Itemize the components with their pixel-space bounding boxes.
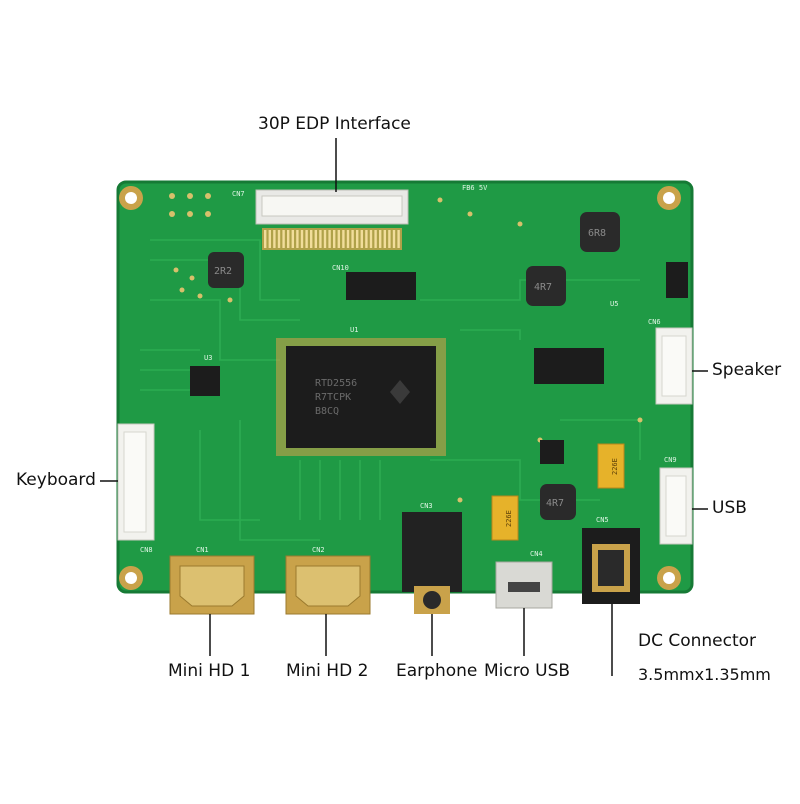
- inductors: 2R2 6R8 4R7 4R7: [208, 212, 620, 520]
- mini-hdmi-2-port: [285, 555, 371, 615]
- u3-marking: U3: [204, 354, 212, 362]
- mounting-holes: [119, 186, 681, 590]
- edp-pin: [360, 230, 363, 248]
- edp-pin: [333, 230, 336, 248]
- inductor-2r2-marking: 2R2: [214, 266, 232, 277]
- label-keyboard: Keyboard: [16, 470, 96, 490]
- u1-marking: U1: [350, 326, 358, 334]
- cn1-marking: CN1: [196, 546, 209, 554]
- edp-pin: [374, 230, 377, 248]
- edp-pin: [273, 230, 276, 248]
- cn2-marking: CN2: [312, 546, 325, 554]
- cap-marking-2: 226E: [611, 458, 619, 475]
- cn10-marking: CN10: [332, 264, 349, 272]
- mini-hdmi-1-port: [169, 555, 255, 615]
- fb-marking: FB6 5V: [462, 184, 488, 192]
- label-earphone: Earphone: [396, 661, 478, 681]
- edp-pin: [346, 230, 350, 248]
- tantalum-capacitors: 226E 226E: [491, 443, 625, 541]
- edp-pin: [388, 230, 391, 248]
- chip-marking-1: RTD2556: [315, 378, 357, 389]
- edp-pin: [277, 230, 281, 248]
- usb-header: [659, 467, 693, 545]
- edp-pin: [397, 230, 400, 248]
- micro-usb-port: [495, 561, 553, 609]
- label-dc-size: 3.5mmx1.35mm: [638, 665, 771, 684]
- edp-pin: [282, 230, 285, 248]
- edp-pin: [319, 230, 322, 248]
- chip-marking-3: B8CQ: [315, 406, 339, 417]
- edp-pins: [264, 230, 400, 248]
- label-mini-hd-2: Mini HD 2: [286, 661, 369, 681]
- edp-pin: [323, 230, 327, 248]
- u5-marking: U5: [610, 300, 618, 308]
- cn9-marking: CN9: [664, 456, 677, 464]
- inductor-4r7-lower-marking: 4R7: [546, 498, 564, 509]
- label-usb: USB: [712, 498, 747, 518]
- dc-power-jack: [582, 528, 640, 604]
- label-speaker: Speaker: [712, 360, 782, 380]
- main-controller-chip: RTD2556 R7TCPK B8CQ: [276, 338, 446, 456]
- edp-pin: [264, 230, 267, 248]
- edp-pin: [287, 230, 290, 248]
- label-mini-hd-1: Mini HD 1: [168, 661, 251, 681]
- earphone-jack: [402, 512, 462, 614]
- edp-pin: [305, 230, 308, 248]
- small-chips: [190, 262, 688, 464]
- edp-pin: [328, 230, 331, 248]
- inductor-4r7-marking: 4R7: [534, 282, 552, 293]
- edp-pin: [379, 230, 382, 248]
- edp-pin: [356, 230, 359, 248]
- chip-marking-2: R7TCPK: [315, 392, 351, 403]
- edp-pin: [291, 230, 294, 248]
- cn7-marking: CN7: [232, 190, 245, 198]
- edp-pin: [310, 230, 313, 248]
- label-micro-usb: Micro USB: [484, 661, 571, 681]
- edp-pin: [383, 230, 386, 248]
- label-dc-connector: DC Connector: [638, 631, 757, 651]
- cap-marking-1: 226E: [505, 510, 513, 527]
- speaker-connector: [655, 327, 693, 405]
- edp-pin: [337, 230, 340, 248]
- cn6-marking: CN6: [648, 318, 661, 326]
- edp-pin: [296, 230, 299, 248]
- cn4-marking: CN4: [530, 550, 543, 558]
- edp-pin: [369, 230, 373, 248]
- edp-pin: [365, 230, 368, 248]
- edp-pin: [300, 230, 304, 248]
- leader-lines: [100, 138, 708, 676]
- edp-pin: [351, 230, 354, 248]
- cn8-marking: CN8: [140, 546, 153, 554]
- edp-pin: [392, 230, 396, 248]
- keyboard-connector: [117, 423, 155, 541]
- edp-pin: [342, 230, 345, 248]
- edp-pin: [268, 230, 271, 248]
- cn5-marking: CN5: [596, 516, 609, 524]
- edp-pin: [314, 230, 317, 248]
- label-edp-interface: 30P EDP Interface: [258, 114, 411, 134]
- cn3-marking: CN3: [420, 502, 433, 510]
- inductor-6r8-marking: 6R8: [588, 228, 606, 239]
